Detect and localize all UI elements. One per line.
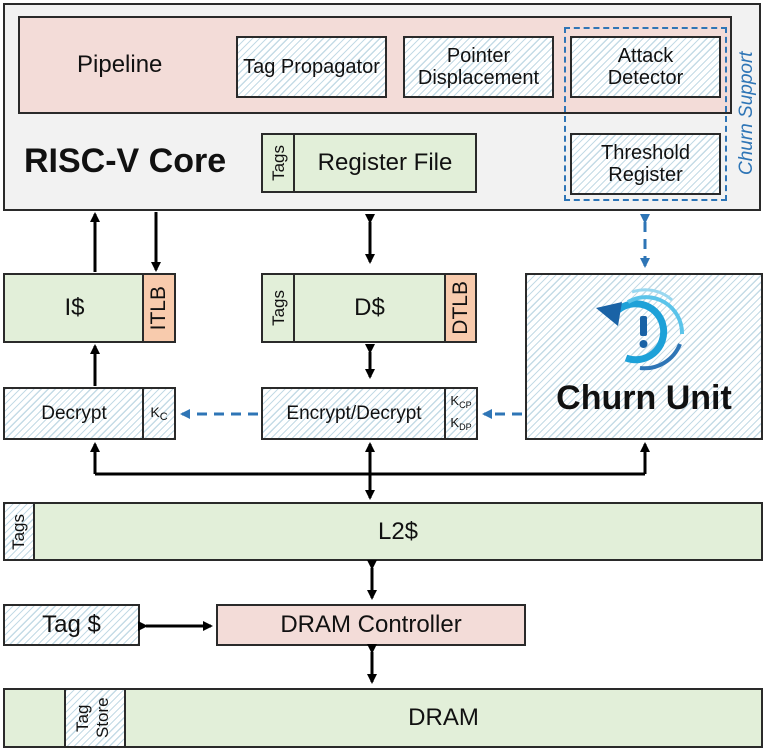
key-dp-label: KDP: [450, 414, 471, 436]
churn-icon: [596, 288, 685, 371]
dram-controller-block: DRAM Controller: [216, 604, 526, 646]
key-dp-sub: DP: [459, 421, 472, 432]
pointer-displacement-block: Pointer Displacement: [403, 36, 554, 98]
dcache-tags: Tags: [261, 273, 295, 343]
pointer-displacement-label: Pointer Displacement: [417, 45, 540, 89]
encrypt-keys-block: KCP KDP: [444, 387, 478, 440]
churn-support-region: [564, 27, 727, 201]
pipeline-label: Pipeline: [77, 51, 163, 78]
encrypt-decrypt-block: Encrypt/Decrypt: [261, 387, 447, 440]
dram-label: DRAM: [408, 704, 479, 731]
tag-propagator-block: Tag Propagator: [236, 36, 387, 98]
tag-store-block: Tag Store: [64, 688, 126, 748]
attack-detector-label: Attack Detector: [607, 45, 684, 89]
key-c-sub: C: [159, 411, 168, 423]
key-cp-letter: K: [450, 392, 460, 408]
dcache-block: D$: [293, 273, 446, 343]
dram-block: DRAM: [124, 688, 763, 748]
register-file-tags: Tags: [261, 133, 295, 193]
register-file-label: Register File: [317, 149, 453, 176]
key-c-label: KC: [150, 404, 167, 423]
key-cp-sub: CP: [459, 399, 472, 410]
icache-label: I$: [64, 294, 85, 321]
encrypt-decrypt-label: Encrypt/Decrypt: [286, 402, 422, 424]
threshold-register-block: Threshold Register: [570, 133, 721, 195]
tag-cache-block: Tag $: [3, 604, 140, 646]
dtlb-block: DTLB: [444, 273, 477, 343]
key-dp-letter: K: [450, 414, 460, 430]
l2-cache-block: L2$: [33, 502, 763, 561]
dcache-label: D$: [354, 294, 385, 321]
churn-unit-block: Churn Unit: [525, 273, 763, 440]
attack-detector-block: Attack Detector: [570, 36, 721, 98]
itlb-block: ITLB: [142, 273, 176, 343]
dram-controller-label: DRAM Controller: [280, 611, 462, 638]
risc-v-core-label: RISC-V Core: [24, 142, 227, 180]
threshold-register-label: Threshold Register: [601, 142, 690, 186]
decrypt-block: Decrypt: [3, 387, 145, 440]
dram-left-block: [3, 688, 66, 748]
l2-cache-label: L2$: [377, 517, 419, 545]
tag-propagator-label: Tag Propagator: [243, 56, 380, 78]
decrypt-label: Decrypt: [41, 402, 107, 424]
register-file-block: Register File: [293, 133, 477, 193]
churn-unit-label: Churn Unit: [556, 379, 732, 417]
icache-block: I$: [3, 273, 146, 343]
decrypt-key-block: KC: [142, 387, 176, 440]
tag-cache-label: Tag $: [42, 611, 101, 638]
key-c-letter: K: [150, 404, 160, 420]
key-cp-label: KCP: [450, 392, 471, 414]
